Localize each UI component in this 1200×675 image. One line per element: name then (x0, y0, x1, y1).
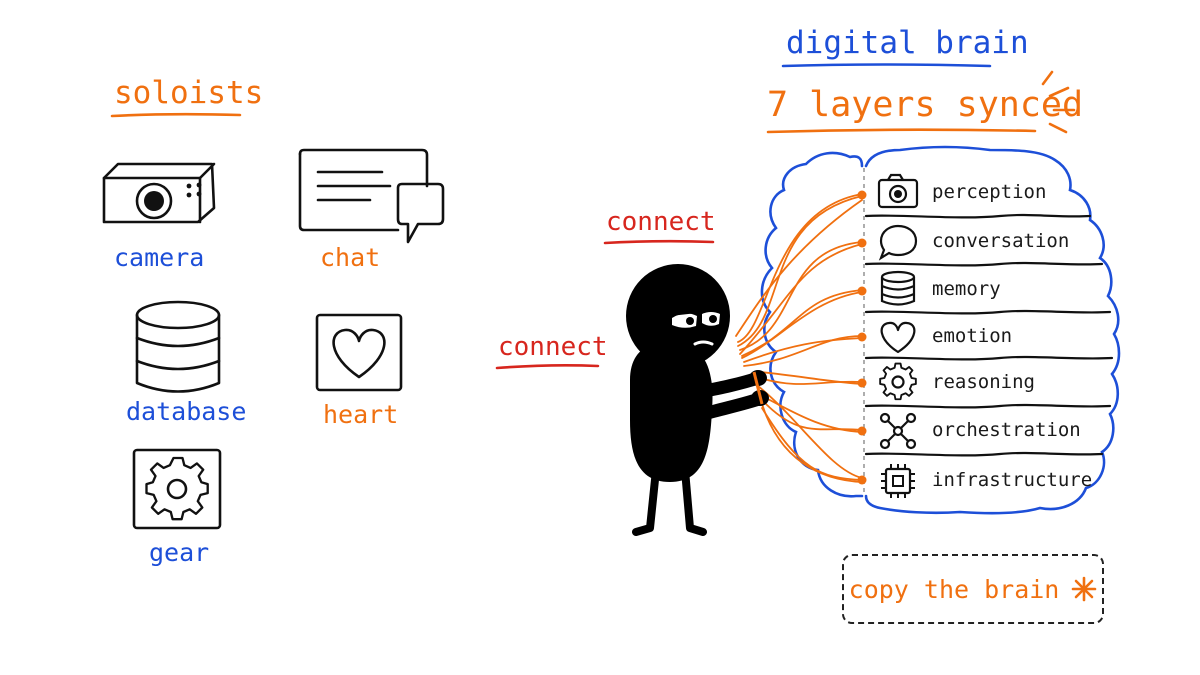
brain-outline (760, 151, 864, 498)
connect-label-left: connect (498, 332, 608, 362)
soloist-label-database: database (126, 397, 247, 426)
brain-title-underline (781, 63, 992, 68)
layer-dividers (864, 213, 1114, 457)
layer-label-perception: perception (932, 181, 1047, 203)
layer-reasoning-icon (879, 362, 917, 401)
layer-label-memory: memory (932, 278, 1001, 300)
layer-label-emotion: emotion (932, 325, 1013, 347)
soloist-database-icon (135, 300, 221, 393)
connection-wires (735, 193, 863, 483)
brain-outline-right (864, 145, 1121, 515)
layer-infrastructure-icon (881, 464, 915, 498)
soloist-label-heart: heart (323, 400, 399, 429)
copy-the-brain-button[interactable]: copy the brain (842, 554, 1104, 624)
connector-dots (857, 190, 867, 485)
soloist-gear-icon (132, 448, 222, 530)
layer-label-orchestration: orchestration (932, 419, 1081, 441)
soloist-label-gear: gear (149, 538, 210, 567)
layer-orchestration-icon (879, 412, 917, 450)
brain-subtitle: 7 layers synced (767, 85, 1084, 125)
sparkle-icon (1041, 70, 1076, 134)
layer-label-conversation: conversation (932, 230, 1070, 252)
soloist-camera-icon (102, 162, 216, 224)
layer-perception-icon (877, 173, 919, 209)
layer-conversation-icon (878, 224, 918, 261)
soloists-title: soloists (114, 75, 264, 111)
brain-title: digital brain (786, 25, 1029, 61)
soloist-label-chat: chat (320, 243, 381, 272)
asterisk-icon (1072, 576, 1097, 602)
soloist-heart-icon (315, 313, 403, 392)
layer-label-reasoning: reasoning (932, 371, 1035, 393)
copy-button-label: copy the brain (848, 574, 1060, 604)
soloist-label-camera: camera (114, 243, 205, 272)
soloist-chat-icon (298, 148, 445, 244)
subtitle-underline (766, 128, 1037, 134)
soloists-underline (110, 112, 242, 118)
layer-memory-icon (880, 270, 916, 306)
layer-label-infrastructure: infrastructure (932, 469, 1093, 491)
layer-emotion-icon (880, 321, 916, 354)
connect-underline-top (603, 239, 715, 245)
connect-underline-left (495, 364, 600, 370)
connect-label-top: connect (606, 207, 716, 237)
stick-figure (626, 264, 769, 536)
